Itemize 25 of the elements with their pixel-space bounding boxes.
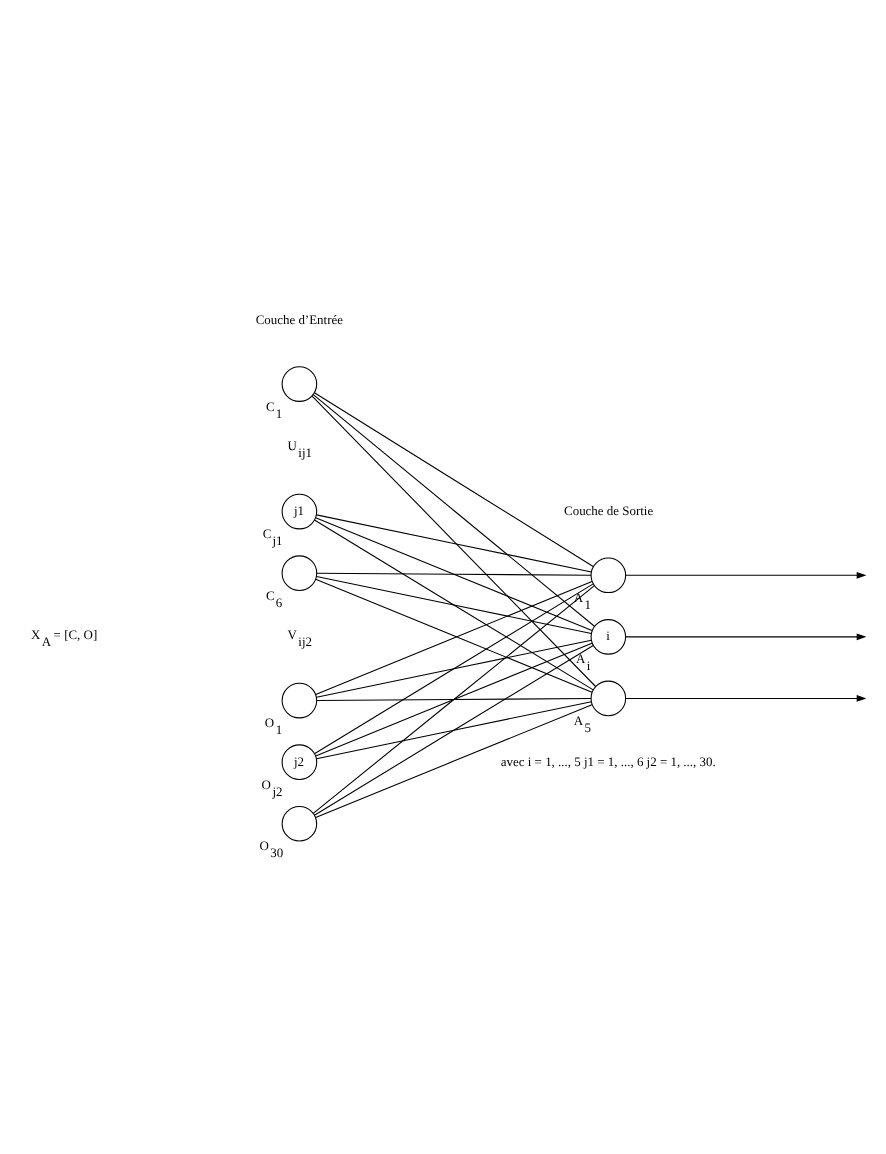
connector bbox=[315, 513, 591, 572]
connector bbox=[315, 700, 591, 759]
connector bbox=[310, 394, 596, 687]
node-circle bbox=[280, 681, 317, 718]
node-circle bbox=[589, 679, 626, 716]
connector bbox=[312, 582, 593, 754]
connector bbox=[314, 703, 592, 818]
node-circle bbox=[589, 556, 626, 593]
connector bbox=[315, 638, 591, 697]
connector bbox=[314, 516, 592, 631]
connector bbox=[311, 393, 594, 626]
connector bbox=[314, 641, 592, 756]
connector bbox=[312, 643, 593, 815]
arrow bbox=[624, 632, 866, 640]
node-circle bbox=[280, 554, 317, 590]
connector bbox=[312, 518, 593, 690]
connector bbox=[311, 584, 594, 813]
arrow bbox=[624, 694, 866, 701]
connector bbox=[315, 574, 591, 634]
connector bbox=[312, 391, 593, 567]
connector bbox=[315, 697, 591, 701]
node-circle bbox=[280, 365, 317, 401]
node-circle bbox=[280, 804, 317, 841]
arrow bbox=[624, 570, 866, 578]
connector bbox=[315, 571, 591, 575]
